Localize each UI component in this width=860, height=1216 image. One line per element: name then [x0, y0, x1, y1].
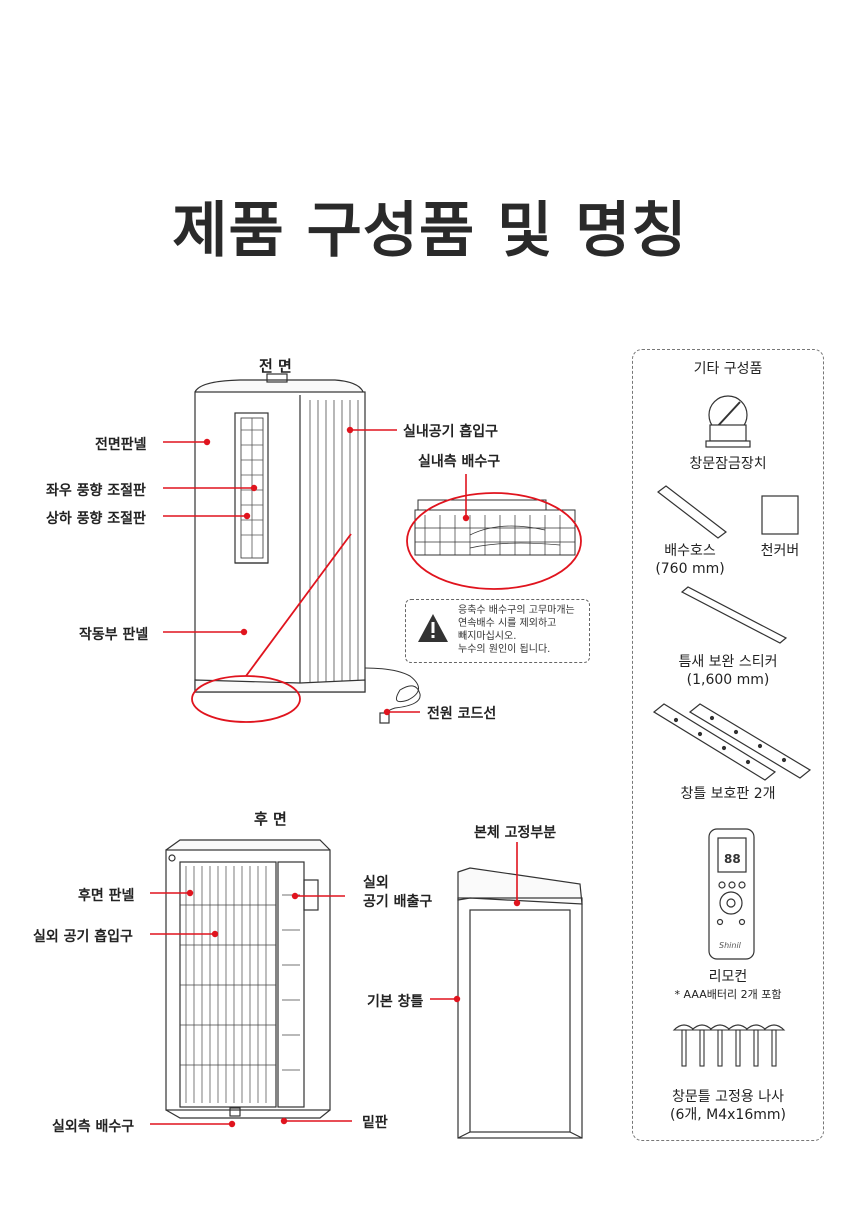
- label-power-cord: 전원 코드선: [427, 706, 497, 722]
- remote-icon: [708, 828, 755, 960]
- label-outdoor-intake: 실외 공기 흡입구: [33, 929, 133, 945]
- label-base: 밑판: [362, 1115, 388, 1131]
- accessories-title: 기타 구성품: [693, 361, 763, 377]
- front-unit-drawing: [194, 373, 421, 724]
- gap-sticker-icon: [680, 586, 788, 644]
- acc-remote: 리모컨: [708, 969, 748, 985]
- acc-remote-note: * AAA배터리 2개 포함: [674, 988, 782, 1001]
- accessories-box: [632, 349, 824, 1141]
- label-outdoor-exhaust: 실외 공기 배출구: [363, 875, 433, 910]
- label-indoor-intake: 실내공기 흡입구: [403, 424, 499, 440]
- remote-display: 88: [724, 852, 741, 866]
- label-lr-vane: 좌우 풍향 조절판: [46, 483, 146, 499]
- label-control-panel: 작동부 판넬: [79, 627, 149, 643]
- warning-box: [405, 599, 590, 663]
- rear-leader-dots: [186, 889, 521, 1128]
- label-ud-vane: 상하 풍향 조절판: [46, 511, 146, 527]
- acc-frame-protector: 창틀 보호판 2개: [680, 786, 776, 802]
- window-lock-icon: [705, 395, 751, 448]
- front-heading: 전 면: [259, 357, 292, 375]
- window-frame-drawing: [457, 867, 583, 1139]
- rear-grill: [180, 866, 300, 1103]
- rear-unit-drawing: [165, 839, 331, 1119]
- label-outdoor-drain: 실외측 배수구: [52, 1119, 135, 1135]
- label-body-fixing: 본체 고정부분: [474, 825, 557, 841]
- rear-heading: 후 면: [254, 810, 287, 828]
- label-indoor-drain: 실내측 배수구: [418, 454, 501, 470]
- remote-brand: Shinil: [719, 941, 741, 950]
- label-rear-panel: 후면 판넬: [78, 888, 135, 904]
- warning-icon: [418, 614, 448, 642]
- page-title: 제품 구성품 및 명칭: [172, 196, 688, 266]
- warning-text: 응축수 배수구의 고무마개는 연속배수 시를 제외하고 빼지마십시오. 누수의 …: [458, 605, 575, 655]
- front-leader-dots: [203, 426, 470, 716]
- cloth-cover-icon: [761, 495, 799, 535]
- indoor-drain-circle: [406, 492, 582, 590]
- screws-icon: [672, 1024, 786, 1067]
- label-basic-frame: 기본 창틀: [367, 994, 424, 1010]
- acc-gap-sticker: 틈새 보완 스티커 (1,600 mm): [678, 654, 778, 689]
- indoor-drain-zoom: [414, 499, 576, 556]
- drain-hose-icon: [657, 485, 727, 539]
- front-leaders: [163, 429, 467, 713]
- acc-cloth-cover: 천커버: [760, 543, 800, 559]
- label-front-panel: 전면판넬: [95, 437, 147, 453]
- acc-window-lock: 창문잠금장치: [689, 456, 767, 472]
- rear-leaders: [150, 842, 518, 1125]
- frame-protector-icon: [652, 703, 812, 781]
- acc-drain-hose: 배수호스 (760 mm): [655, 543, 725, 578]
- acc-screws: 창문틀 고정용 나사 (6개, M4x16mm): [670, 1089, 786, 1124]
